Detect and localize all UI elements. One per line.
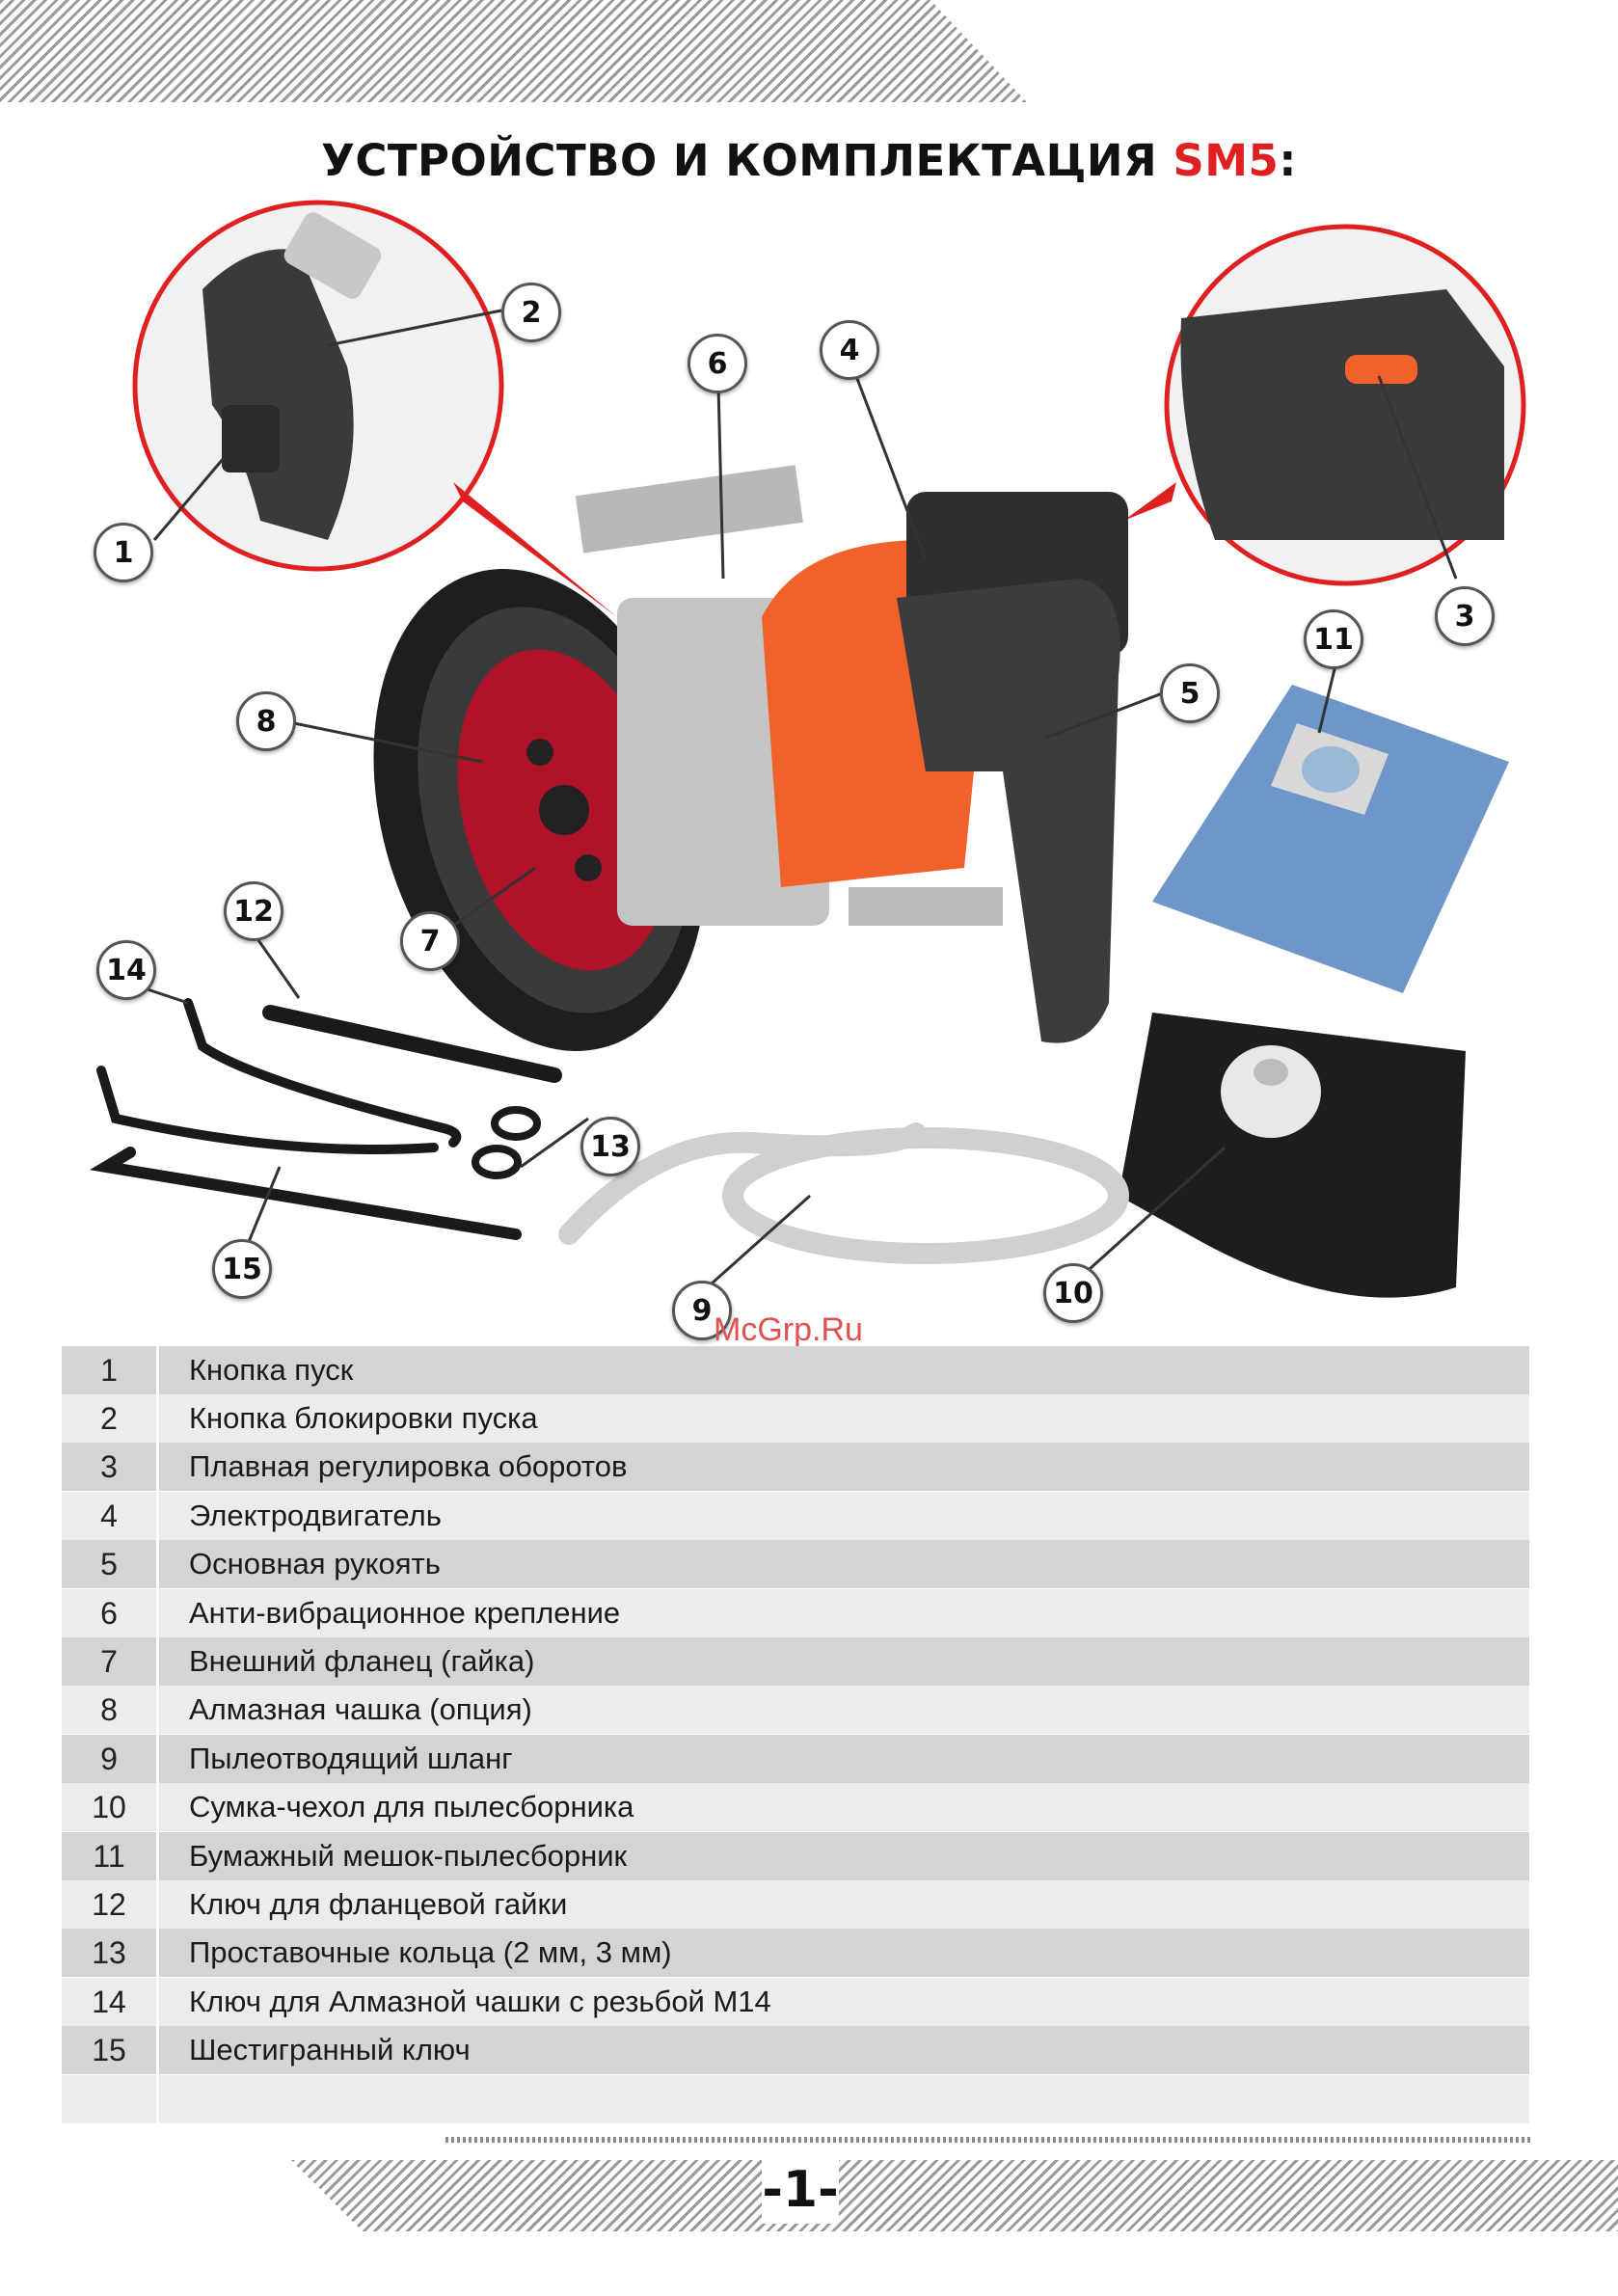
table-row: 12 Ключ для фланцевой гайки <box>62 1880 1529 1929</box>
column-divider <box>156 1589 159 1637</box>
row-number: 12 <box>92 1886 126 1922</box>
callout-7: 7 <box>400 911 460 971</box>
column-divider <box>156 1783 159 1831</box>
handle-detail-magnifier <box>132 200 617 617</box>
column-divider <box>156 2026 159 2074</box>
dial-detail-magnifier <box>1123 224 1526 586</box>
table-row: 11 Бумажный мешок-пылесборник <box>62 1832 1529 1880</box>
table-row: 7 Внешний фланец (гайка) <box>62 1637 1529 1686</box>
table-row: 3 Плавная регулировка оборотов <box>62 1443 1529 1491</box>
row-number: 2 <box>100 1400 118 1436</box>
callout-13: 13 <box>580 1117 640 1176</box>
title-text: УСТРОЙСТВО И КОМПЛЕКТАЦИЯ <box>321 135 1173 186</box>
row-label: Кнопка блокировки пуска <box>189 1401 538 1435</box>
callout-9: 9 <box>672 1281 732 1340</box>
row-number: 4 <box>100 1498 118 1533</box>
bottom-hatch-band <box>291 2160 1618 2231</box>
table-row: 9 Пылеотводящий шланг <box>62 1735 1529 1783</box>
paper-bag <box>1152 685 1509 993</box>
callout-1: 1 <box>94 523 153 582</box>
row-label: Сумка-чехол для пылесборника <box>189 1790 634 1823</box>
callout-4: 4 <box>820 320 879 380</box>
column-divider <box>156 1929 159 1977</box>
title-model: SM5 <box>1173 135 1280 186</box>
row-label: Проставочные кольца (2 мм, 3 мм) <box>189 1935 672 1969</box>
column-divider <box>156 1637 159 1686</box>
row-label: Бумажный мешок-пылесборник <box>189 1839 628 1873</box>
callout-14: 14 <box>96 940 156 1000</box>
row-label: Внешний фланец (гайка) <box>189 1644 535 1678</box>
table-row: 10 Сумка-чехол для пылесборника <box>62 1783 1529 1831</box>
page-number: -1- <box>762 2156 839 2224</box>
row-label: Электродвигатель <box>189 1499 442 1532</box>
table-row: 6 Анти-вибрационное крепление <box>62 1589 1529 1637</box>
row-label: Шестигранный ключ <box>189 2033 471 2066</box>
leader-lines <box>129 309 1458 1294</box>
column-divider <box>156 1492 159 1540</box>
column-divider <box>156 1978 159 2026</box>
callout-5: 5 <box>1160 663 1220 723</box>
table-row: 15 Шестигранный ключ <box>62 2026 1529 2074</box>
row-label: Кнопка пуск <box>189 1353 354 1387</box>
row-label: Ключ для Алмазной чашки с резьбой М14 <box>189 1985 771 2018</box>
column-divider <box>156 1443 159 1491</box>
row-number: 11 <box>93 1838 125 1874</box>
callout-12: 12 <box>224 881 283 941</box>
row-number: 9 <box>100 1741 118 1776</box>
table-row: 14 Ключ для Алмазной чашки с резьбой М14 <box>62 1978 1529 2026</box>
table-row: 13 Проставочные кольца (2 мм, 3 мм) <box>62 1929 1529 1977</box>
callout-3: 3 <box>1435 586 1495 646</box>
page-title: УСТРОЙСТВО И КОМПЛЕКТАЦИЯ SM5: <box>0 135 1618 186</box>
table-row: 5 Основная рукоять <box>62 1540 1529 1588</box>
tool-drawing <box>89 200 1526 1298</box>
row-number <box>62 2075 156 2123</box>
column-divider <box>156 1540 159 1588</box>
row-label: Алмазная чашка (опция) <box>189 1692 532 1726</box>
callout-10: 10 <box>1043 1263 1103 1323</box>
footer-dotted-line <box>445 2137 1531 2143</box>
column-divider <box>156 1735 159 1783</box>
column-divider <box>156 1346 159 1394</box>
parts-table: 1 Кнопка пуск 2 Кнопка блокировки пуска 3 Пла… <box>62 1346 1529 2123</box>
column-divider <box>156 1832 159 1880</box>
top-hatch-band <box>0 0 1027 102</box>
row-number: 15 <box>92 2032 126 2067</box>
callout-11: 11 <box>1304 609 1363 669</box>
row-label: Пылеотводящий шланг <box>189 1742 513 1775</box>
callout-8: 8 <box>236 691 296 751</box>
row-number: 8 <box>100 1691 118 1727</box>
dust-hose <box>558 1122 1129 1264</box>
grinder-body <box>373 465 1128 1051</box>
column-divider <box>156 2075 159 2123</box>
callout-6: 6 <box>688 334 747 393</box>
row-number: 7 <box>100 1643 118 1679</box>
row-number: 1 <box>100 1352 118 1388</box>
table-row: 4 Электродвигатель <box>62 1492 1529 1540</box>
row-number: 3 <box>100 1448 118 1484</box>
row-label: Анти-вибрационное крепление <box>189 1596 621 1630</box>
row-label: Ключ для фланцевой гайки <box>189 1887 568 1921</box>
table-row: 8 Алмазная чашка (опция) <box>62 1686 1529 1734</box>
product-illustration: 1 2 3 4 5 6 7 8 9 10 11 12 13 14 15 McGr… <box>0 193 1618 1348</box>
watermark: McGrp.Ru <box>714 1311 863 1348</box>
row-number: 6 <box>100 1595 118 1631</box>
wrenches <box>89 998 562 1240</box>
table-row <box>62 2075 1529 2123</box>
row-number: 14 <box>92 1984 126 2019</box>
row-label: Плавная регулировка оборотов <box>189 1449 628 1483</box>
fabric-bag <box>1119 1013 1466 1298</box>
column-divider <box>156 1880 159 1929</box>
row-number: 5 <box>100 1546 118 1581</box>
title-colon: : <box>1279 135 1297 186</box>
row-number: 10 <box>92 1789 126 1824</box>
table-row: 1 Кнопка пуск <box>62 1346 1529 1394</box>
column-divider <box>156 1394 159 1443</box>
column-divider <box>156 1686 159 1734</box>
callout-15: 15 <box>212 1239 272 1299</box>
callout-2: 2 <box>501 283 561 342</box>
row-label: Основная рукоять <box>189 1547 441 1580</box>
table-row: 2 Кнопка блокировки пуска <box>62 1394 1529 1443</box>
row-number: 13 <box>92 1934 126 1970</box>
